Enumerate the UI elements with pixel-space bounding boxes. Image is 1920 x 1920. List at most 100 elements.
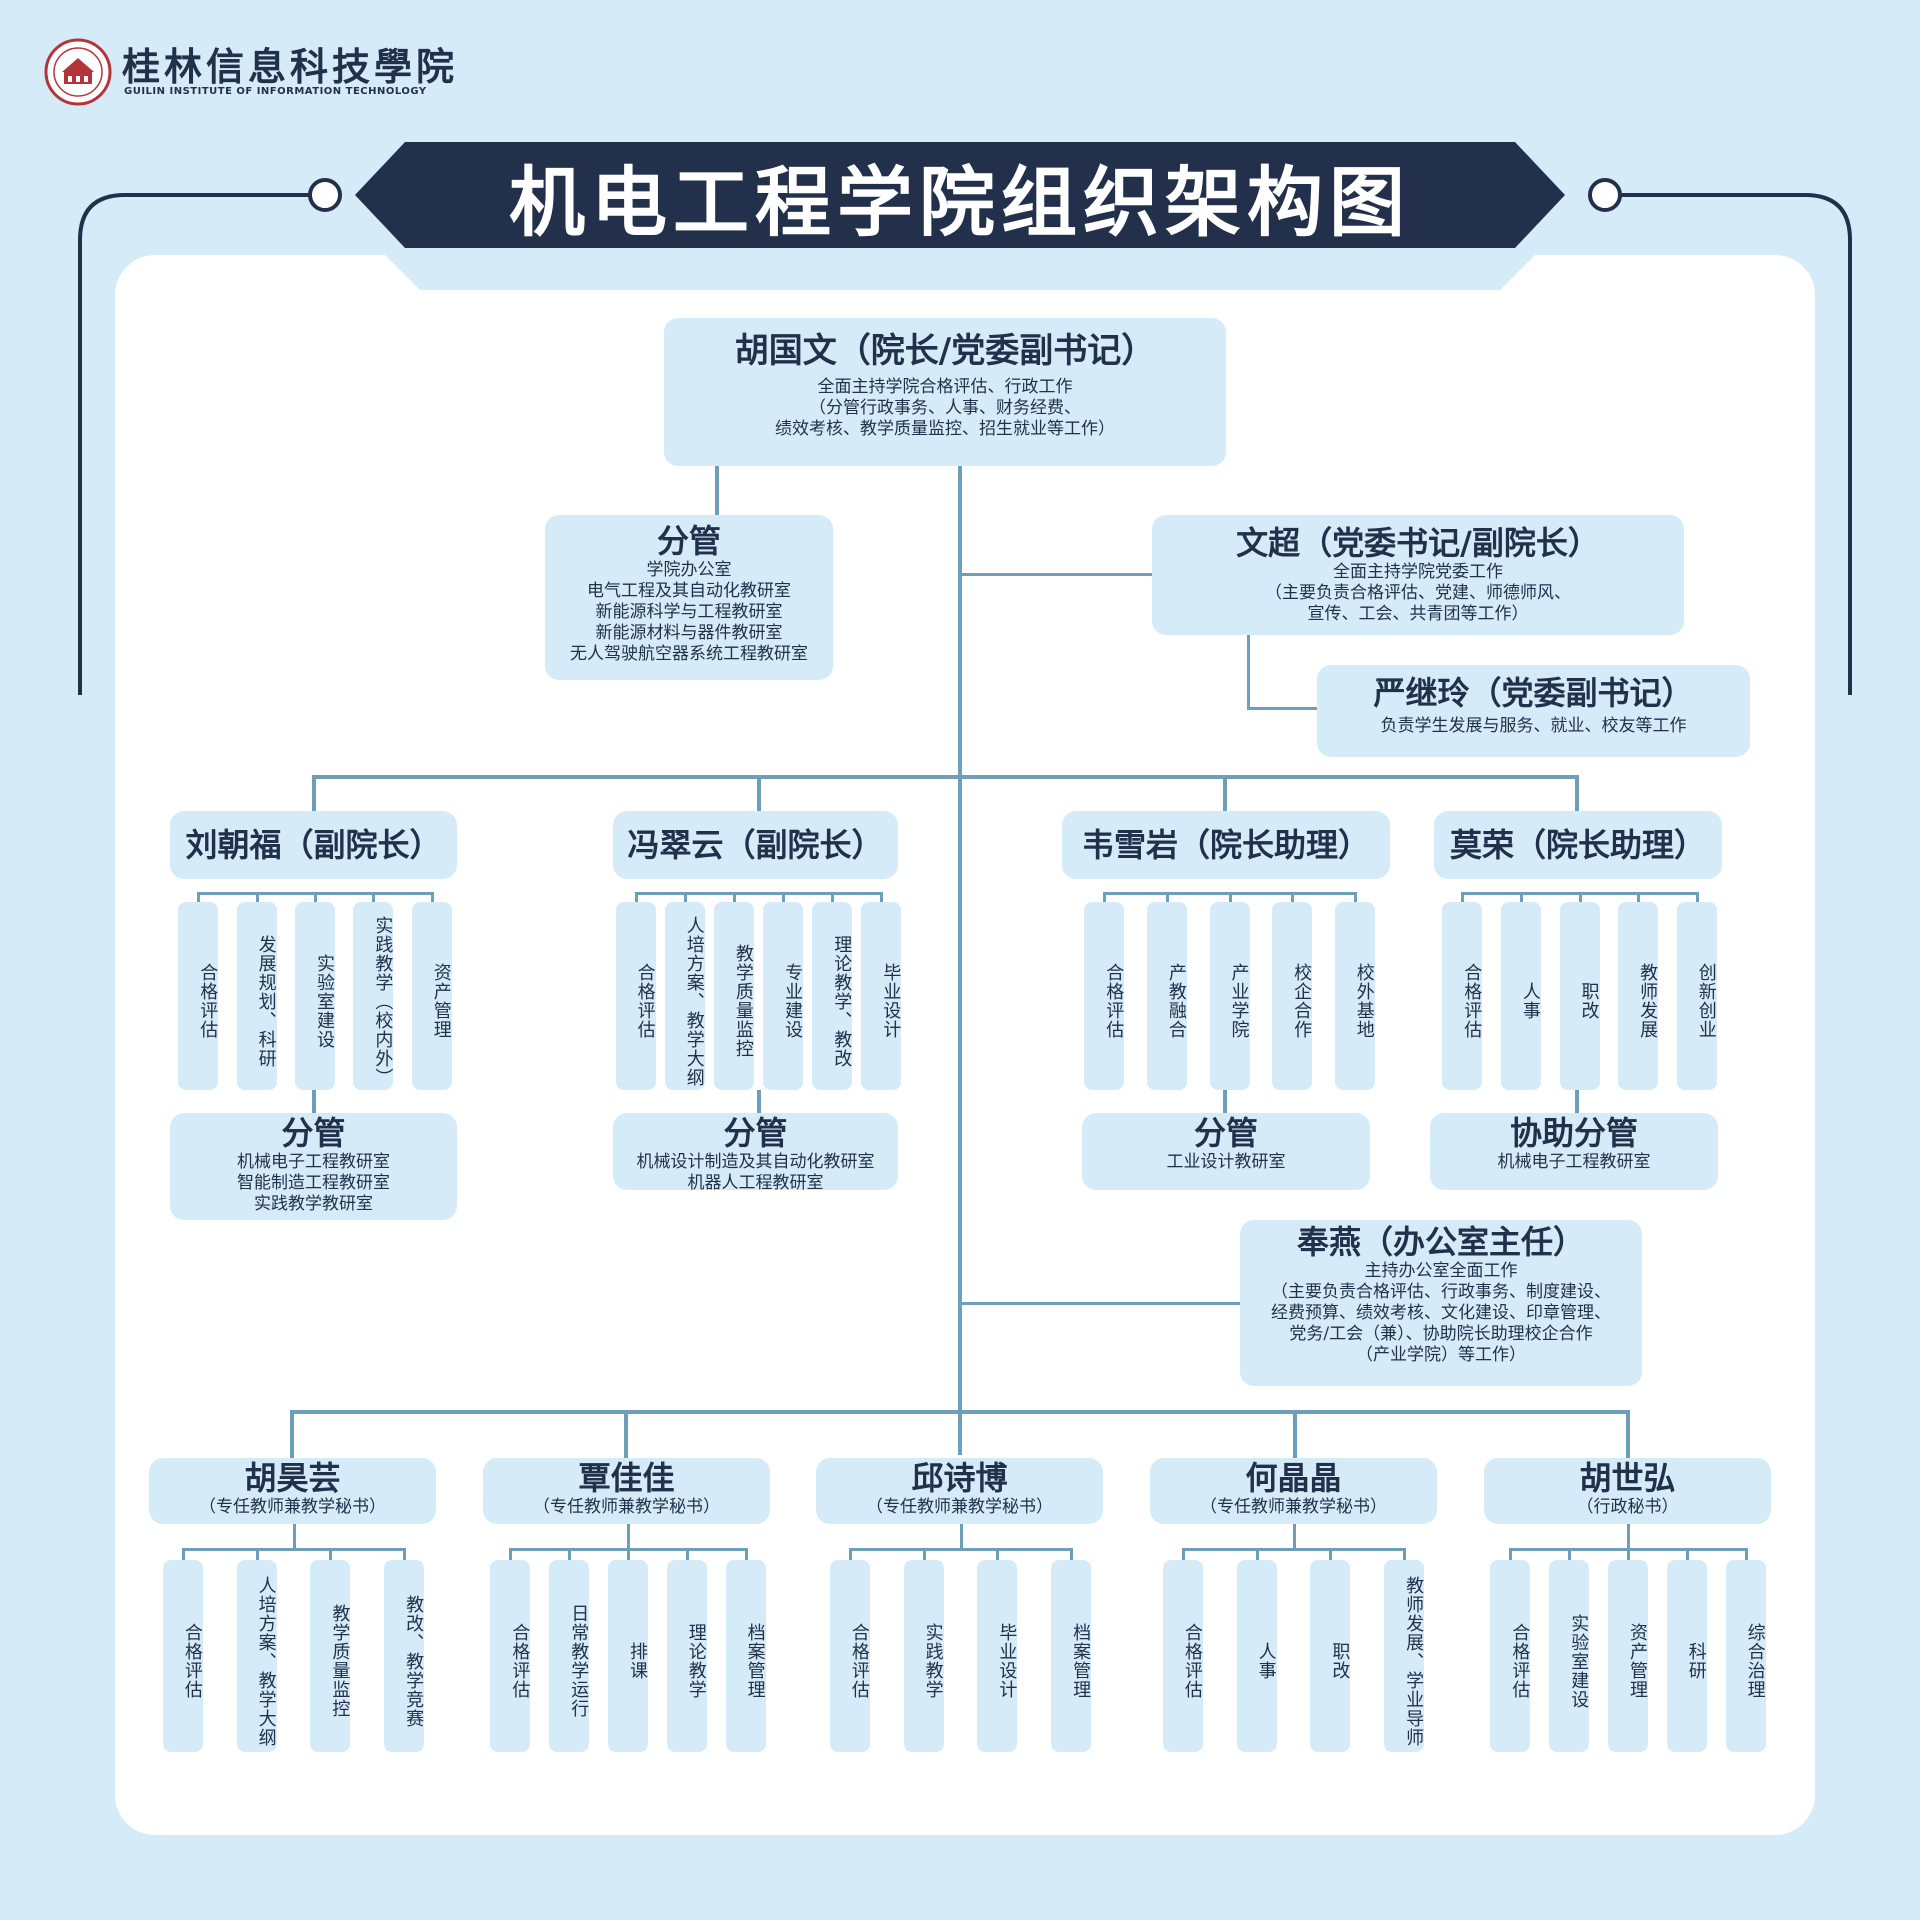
connector [1578,892,1582,902]
vice-dean-0-duty-0: 合格评估 [178,902,219,1090]
connector [1223,1090,1227,1113]
connector [430,892,434,902]
secretary-2-duty-0: 合格评估 [829,1560,870,1752]
vice-dean-2-fen-desc: 工业设计教研室 [1166,1151,1286,1172]
secretary-0-duty-0: 合格评估 [162,1560,203,1752]
connector [1181,1548,1185,1560]
secretary-4-box: 胡世弘 （行政秘书） [1484,1458,1771,1524]
vice-dean-0-fen-title: 分管 [281,1114,346,1152]
secretary-4-duty-2: 资产管理 [1608,1560,1648,1752]
connector [314,892,317,902]
connector [1403,1548,1407,1560]
secretary-3-duty-1: 人事 [1236,1560,1277,1752]
dean-desc: 全面主持学院合格评估、行政工作 （分管行政事务、人事、财务经费、 绩效考核、教学… [775,377,1115,440]
office-director-name: 奉燕（办公室主任） [1296,1223,1585,1261]
secretary-0-box: 胡昊芸 （专任教师兼教学秘书） [149,1458,436,1524]
connector [1575,1090,1579,1113]
secretary-0-role: （专任教师兼教学秘书） [199,1496,386,1517]
secretary-box: 文超（党委书记/副院长） 全面主持学院党委工作 （主要负责合格评估、党建、师德师… [1152,515,1684,635]
vice-dean-0-fen-box: 分管 机械电子工程教研室 智能制造工程教研室 实践教学教研室 [170,1113,457,1220]
vice-dean-1-fen-desc: 机械设计制造及其自动化教研室 机器人工程教研室 [636,1151,875,1193]
vice-dean-3-duty-3: 教师发展 [1618,902,1659,1090]
vice-dean-1-fen-title: 分管 [723,1114,788,1152]
vice-dean-0-duty-1: 发展规划、科研 [236,902,277,1090]
connector [1637,892,1641,902]
secretary-2-name: 邱诗博 [911,1459,1008,1497]
connector [627,1524,630,1548]
office-director-box: 奉燕（办公室主任） 主持办公室全面工作 （主要负责合格评估、行政事务、制度建设、… [1240,1220,1642,1386]
connector [1519,892,1523,902]
connector [312,775,316,811]
connector [1685,1548,1689,1560]
connector [1293,1410,1297,1458]
connector [627,1548,630,1560]
secretary-3-duty-3: 教师发展、学业导师 [1384,1560,1425,1752]
dean-fenguan-box: 分管 学院办公室 电气工程及其自动化教研室 新能源科学与工程教研室 新能源材料与… [545,515,833,680]
connector [255,892,259,902]
connector [831,892,835,902]
vice-dean-0-duty-4: 资产管理 [411,902,452,1090]
secretary-0-duty-1: 人培方案、教学大纲 [236,1560,277,1752]
secretary-1-duty-4: 档案管理 [725,1560,766,1752]
connector [1627,1548,1630,1560]
vice-dean-1-duty-2: 教学质量监控 [713,902,754,1090]
secretary-4-duty-0: 合格评估 [1490,1560,1531,1752]
secretary-1-box: 覃佳佳 （专任教师兼教学秘书） [483,1458,770,1524]
school-name-en: GUILIN INSTITUTE OF INFORMATION TECHNOLO… [124,86,427,97]
deputy-secretary-name: 严继玲（党委副书记） [1373,674,1694,712]
secretary-2-duty-3: 档案管理 [1051,1560,1092,1752]
connector [922,1548,926,1560]
secretary-4-name: 胡世弘 [1579,1459,1676,1497]
secretary-1-role: （专任教师兼教学秘书） [533,1496,720,1517]
secretary-1-name: 覃佳佳 [578,1459,675,1497]
secretary-3-role: （专任教师兼教学秘书） [1200,1496,1387,1517]
connector [312,1090,316,1113]
connector [880,892,884,902]
connector [372,892,376,902]
vice-dean-1-duty-0: 合格评估 [615,902,656,1090]
secretary-3-duty-2: 职改 [1310,1560,1351,1752]
vice-dean-2-fen-box: 分管 工业设计教研室 [1082,1113,1370,1190]
title-banner [355,142,1565,290]
connector [1228,892,1232,902]
vice-dean-1-duty-1: 人培方案、教学大纲 [664,902,705,1090]
secretary-4-duty-4: 综合治理 [1725,1560,1766,1752]
connector [848,1548,852,1560]
vice-dean-3-duty-1: 人事 [1500,902,1541,1090]
dean-box: 胡国文（院长/党委副书记） 全面主持学院合格评估、行政工作 （分管行政事务、人事… [664,318,1226,466]
connector [1247,633,1250,709]
connector [1568,1548,1572,1560]
dean-fenguan-desc: 学院办公室 电气工程及其自动化教研室 新能源科学与工程教研室 新能源材料与器件教… [570,559,808,664]
deputy-secretary-box: 严继玲（党委副书记） 负责学生发展与服务、就业、校友等工作 [1317,665,1750,757]
connector [1626,1410,1630,1458]
secretary-2-box: 邱诗博 （专任教师兼教学秘书） [816,1458,1103,1524]
school-logo-seal [44,38,112,106]
vice-dean-2-box: 韦雪岩（院长助理） [1062,811,1390,879]
vice-dean-2-duty-1: 产教融合 [1146,902,1187,1090]
vice-dean-0-duty-3: 实践教学（校内外） [353,902,394,1090]
secretary-0-duty-3: 教改、教学竞赛 [384,1560,425,1752]
connector [1461,892,1465,902]
connector [744,1548,748,1560]
vice-dean-1-duty-4: 理论教学、教改 [812,902,853,1090]
connector [1695,892,1699,902]
dean-name: 胡国文（院长/党委副书记） [734,331,1156,371]
secretary-3-box: 何晶晶 （专任教师兼教学秘书） [1150,1458,1437,1524]
vice-dean-3-name: 莫荣（院长助理） [1449,825,1706,864]
connector [1744,1548,1748,1560]
connector [1103,892,1107,902]
vice-dean-2-duty-3: 校企合作 [1272,902,1313,1090]
connector [181,1548,185,1560]
vice-dean-1-name: 冯翠云（副院长） [627,825,884,864]
secretary-1-duty-3: 理论教学 [666,1560,707,1752]
connector [255,1548,259,1560]
vice-dean-2-fen-title: 分管 [1193,1114,1258,1152]
deputy-secretary-desc: 负责学生发展与服务、就业、校友等工作 [1380,715,1687,736]
connector [1223,775,1227,811]
vice-dean-3-duty-2: 职改 [1559,902,1600,1090]
connector [757,775,761,811]
connector [1255,1548,1259,1560]
connector [996,1548,1000,1560]
